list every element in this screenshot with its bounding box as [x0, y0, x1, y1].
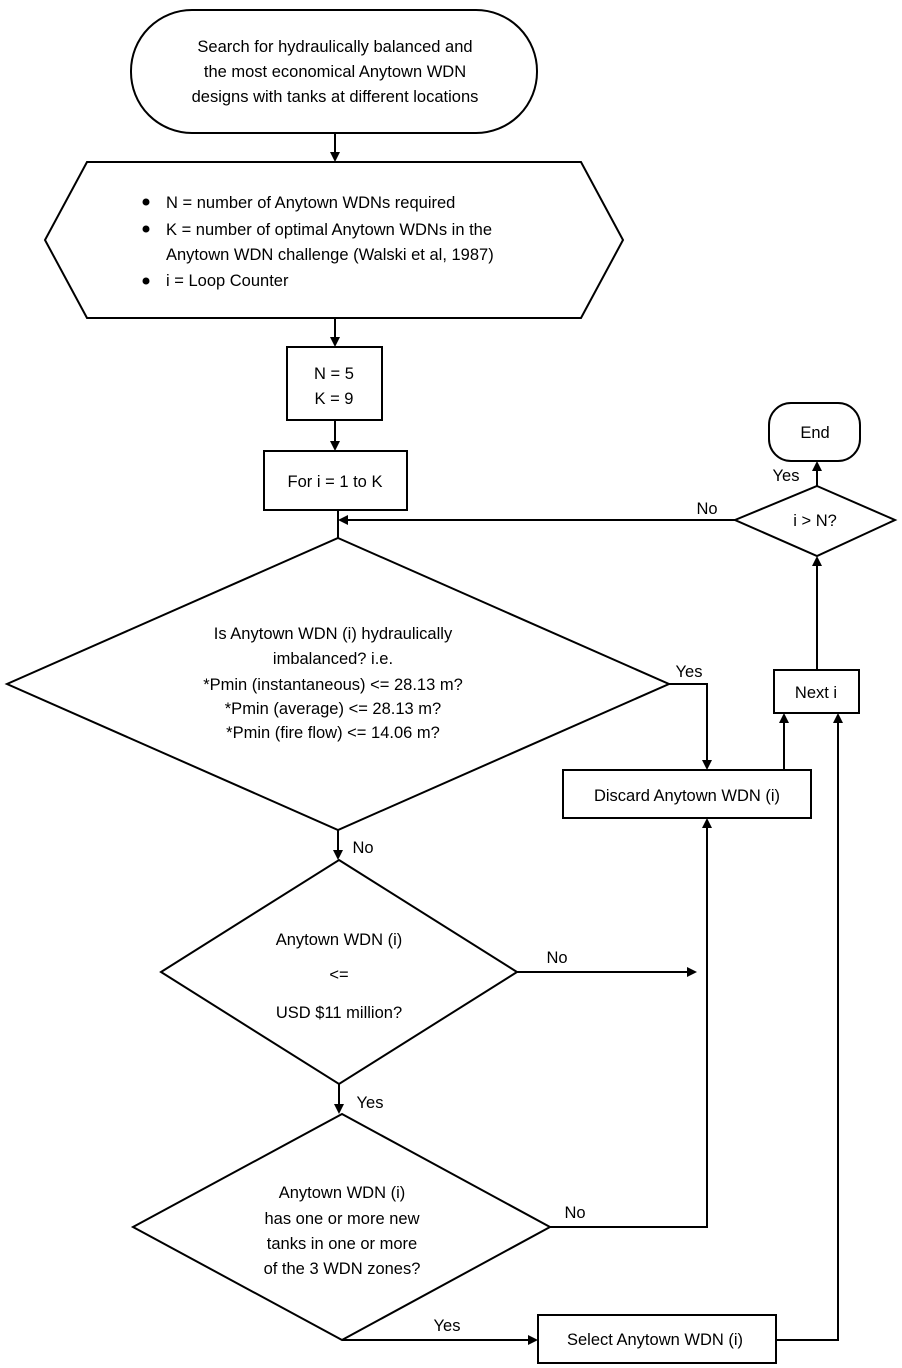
edge-label-endcheck-no: No — [696, 500, 717, 518]
tanks-line-1: Anytown WDN (i) — [279, 1184, 406, 1202]
edge-label-endcheck-yes: Yes — [773, 467, 800, 485]
bullet-icon — [142, 225, 150, 233]
arrowhead — [330, 337, 340, 347]
edge-label-tanks-yes: Yes — [434, 1317, 461, 1335]
discard-box: Discard Anytown WDN (i) — [562, 769, 812, 819]
arrowhead — [528, 1335, 538, 1345]
connectors — [330, 133, 843, 1345]
end-check-decision: i > N? — [732, 484, 898, 558]
balance-line-2: imbalanced? i.e. — [273, 650, 393, 668]
end-label: End — [800, 424, 829, 442]
prep-bullet-2-line-1: K = number of optimal Anytown WDNs in th… — [166, 221, 492, 239]
edge-labels: No Yes Yes No No Yes No Yes — [352, 467, 799, 1335]
start-terminator: Search for hydraulically balanced and th… — [130, 9, 538, 134]
arrowhead — [330, 441, 340, 451]
end-check-label: i > N? — [793, 512, 837, 530]
edge-label-cost-no: No — [546, 949, 567, 967]
next-box: Next i — [773, 669, 860, 714]
cost-decision: Anytown WDN (i) <= USD $11 million? — [159, 858, 519, 1086]
cost-line-3: USD $11 million? — [276, 1004, 402, 1022]
arrowhead — [702, 818, 712, 828]
connector-select-next — [776, 723, 839, 1341]
bullet-icon — [142, 198, 150, 206]
edge-label-balance-no: No — [352, 839, 373, 857]
arrowhead — [779, 713, 789, 723]
edge-label-balance-yes: Yes — [676, 663, 703, 681]
cost-line-1: Anytown WDN (i) — [276, 931, 403, 949]
arrowhead — [338, 515, 348, 525]
prep-bullet-3: i = Loop Counter — [166, 272, 289, 290]
next-label: Next i — [795, 684, 837, 702]
edge-label-tanks-no: No — [564, 1204, 585, 1222]
preparation-hexagon: N = number of Anytown WDNs required K = … — [43, 161, 625, 319]
balance-line-3: *Pmin (instantaneous) <= 28.13 m? — [203, 676, 463, 694]
arrowhead — [812, 461, 822, 471]
start-line-1: Search for hydraulically balanced and — [197, 38, 472, 56]
arrowhead — [812, 556, 822, 566]
init-n: N = 5 — [314, 365, 354, 383]
end-terminator: End — [768, 402, 861, 462]
discard-label: Discard Anytown WDN (i) — [594, 787, 780, 805]
connector-tanks-no — [550, 828, 708, 1228]
arrowhead — [330, 152, 340, 162]
loop-box: For i = 1 to K — [263, 450, 408, 511]
arrowhead — [333, 850, 343, 860]
balance-line-5: *Pmin (fire flow) <= 14.06 m? — [226, 724, 440, 742]
tanks-decision: Anytown WDN (i) has one or more new tank… — [130, 1112, 553, 1342]
tanks-line-3: tanks in one or more — [267, 1235, 417, 1253]
loop-label: For i = 1 to K — [288, 473, 383, 491]
arrowhead — [833, 713, 843, 723]
arrowhead — [702, 760, 712, 770]
prep-bullet-1: N = number of Anytown WDNs required — [166, 194, 455, 212]
select-box: Select Anytown WDN (i) — [537, 1314, 777, 1364]
connector-balance-yes — [669, 683, 708, 760]
arrowhead — [334, 1104, 344, 1114]
init-box: N = 5 K = 9 — [286, 346, 383, 421]
select-label: Select Anytown WDN (i) — [567, 1331, 743, 1349]
balance-line-1: Is Anytown WDN (i) hydraulically — [214, 625, 453, 643]
prep-bullet-2-line-2: Anytown WDN challenge (Walski et al, 198… — [166, 246, 494, 264]
init-k: K = 9 — [315, 390, 354, 408]
cost-line-2: <= — [329, 966, 348, 984]
tanks-line-4: of the 3 WDN zones? — [264, 1260, 421, 1278]
start-line-2: the most economical Anytown WDN — [204, 63, 466, 81]
arrowhead — [687, 967, 697, 977]
balance-line-4: *Pmin (average) <= 28.13 m? — [225, 700, 441, 718]
bullet-icon — [142, 277, 150, 285]
tanks-line-2: has one or more new — [264, 1210, 419, 1228]
edge-label-cost-yes: Yes — [357, 1094, 384, 1112]
balance-decision: Is Anytown WDN (i) hydraulically imbalan… — [4, 536, 672, 832]
start-line-3: designs with tanks at different location… — [192, 88, 479, 106]
